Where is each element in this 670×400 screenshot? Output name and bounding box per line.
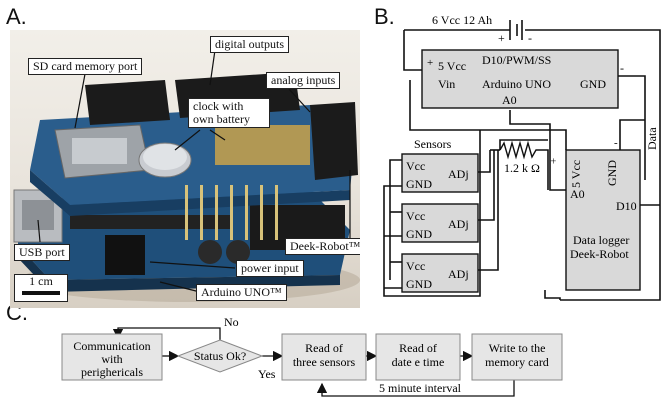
arduino-title: Arduino UNO bbox=[482, 77, 551, 91]
sensor-1-vcc: Vcc bbox=[406, 159, 425, 173]
sensor-3-gnd: GND bbox=[406, 277, 432, 291]
sensor-1-adj: ADj bbox=[448, 167, 469, 181]
board-illustration bbox=[13, 49, 360, 302]
sensor-3-box bbox=[401, 253, 479, 293]
arduino-pin-5v: 5 Vcc bbox=[438, 59, 466, 73]
panel-a-label: A. bbox=[6, 4, 27, 29]
diamond-status bbox=[176, 339, 264, 373]
logger-pin-5v: 5 Vcc bbox=[569, 160, 583, 188]
data-line-label: Data bbox=[645, 127, 659, 150]
logger-title-1: Data logger bbox=[573, 233, 629, 247]
logger-pin-a0: A0 bbox=[570, 187, 585, 201]
scale-label: 1 cm bbox=[29, 274, 53, 288]
read-date-line-2: date e time bbox=[392, 355, 445, 369]
sensor-3-vcc: Vcc bbox=[406, 259, 425, 273]
read-date-line-1: Read of bbox=[399, 341, 437, 355]
arduino-pin-vin: Vin bbox=[438, 77, 455, 91]
battery-plus: + bbox=[498, 31, 505, 45]
box-read-sensors bbox=[281, 333, 367, 381]
label-arduino-uno: Arduino UNO™ bbox=[196, 284, 287, 301]
battery-label: 6 Vcc 12 Ah bbox=[432, 13, 492, 27]
comm-line-1: Communication bbox=[73, 339, 150, 353]
logger-pin-gnd: GND bbox=[605, 160, 619, 186]
sensors-title: Sensors bbox=[414, 137, 452, 151]
label-power-input: power input bbox=[236, 260, 304, 277]
label-analog-inputs: analog inputs bbox=[266, 72, 341, 89]
scale-line bbox=[22, 291, 60, 295]
board-photo: SD card memory port digital outputs anal… bbox=[10, 30, 360, 308]
logger-gnd-minus: - bbox=[614, 137, 618, 149]
yes-label: Yes bbox=[258, 367, 276, 381]
panel-b-label: B. bbox=[374, 4, 395, 29]
arduino-gnd-minus: - bbox=[620, 61, 624, 75]
logger-pin-d10: D10 bbox=[616, 199, 637, 213]
circuit-diagram: 6 Vcc 12 Ah + - + 5 Vcc Vin D10/PWM/SS A… bbox=[383, 13, 661, 301]
sensor-3-adj: ADj bbox=[448, 267, 469, 281]
comm-line-2: with bbox=[101, 352, 122, 366]
scale-bar: 1 cm bbox=[14, 274, 68, 302]
arduino-pin-a0: A0 bbox=[502, 93, 517, 107]
box-communication bbox=[61, 333, 163, 381]
comm-line-3: perighericals bbox=[81, 365, 143, 379]
status-text: Status Ok? bbox=[194, 349, 246, 363]
interval-label: 5 minute interval bbox=[379, 381, 462, 395]
logger-title-2: Deek-Robot bbox=[570, 247, 629, 261]
resistor-label: 1.2 k Ω bbox=[504, 161, 540, 175]
sensor-2-box bbox=[401, 203, 479, 243]
label-digital-outputs: digital outputs bbox=[210, 36, 289, 53]
read-sensors-line-1: Read of bbox=[305, 341, 343, 355]
logger-5v-plus: + bbox=[548, 158, 560, 164]
no-label: No bbox=[224, 315, 239, 329]
battery-minus: - bbox=[528, 31, 532, 45]
box-read-date bbox=[375, 333, 461, 381]
label-clock: clock with own battery bbox=[188, 98, 270, 128]
box-write-card bbox=[471, 333, 563, 381]
arduino-box bbox=[421, 49, 619, 109]
arduino-pin-gnd: GND bbox=[580, 77, 606, 91]
flowchart: Communication with perighericals Status … bbox=[61, 315, 563, 397]
read-sensors-line-2: three sensors bbox=[293, 355, 356, 369]
label-deek-robot: Deek-Robot™ bbox=[285, 238, 360, 255]
write-card-line-1: Write to the bbox=[489, 341, 546, 355]
label-sd-card: SD card memory port bbox=[28, 58, 143, 75]
sensor-2-vcc: Vcc bbox=[406, 209, 425, 223]
arduino-pin-d10: D10/PWM/SS bbox=[482, 53, 551, 67]
sensor-2-adj: ADj bbox=[448, 217, 469, 231]
sensor-1-gnd: GND bbox=[406, 177, 432, 191]
write-card-line-2: memory card bbox=[485, 355, 549, 369]
label-usb-port: USB port bbox=[14, 244, 70, 261]
sensor-1-box bbox=[401, 153, 479, 193]
logger-box bbox=[565, 149, 641, 291]
arduino-plus: + bbox=[427, 57, 433, 69]
sensor-2-gnd: GND bbox=[406, 227, 432, 241]
